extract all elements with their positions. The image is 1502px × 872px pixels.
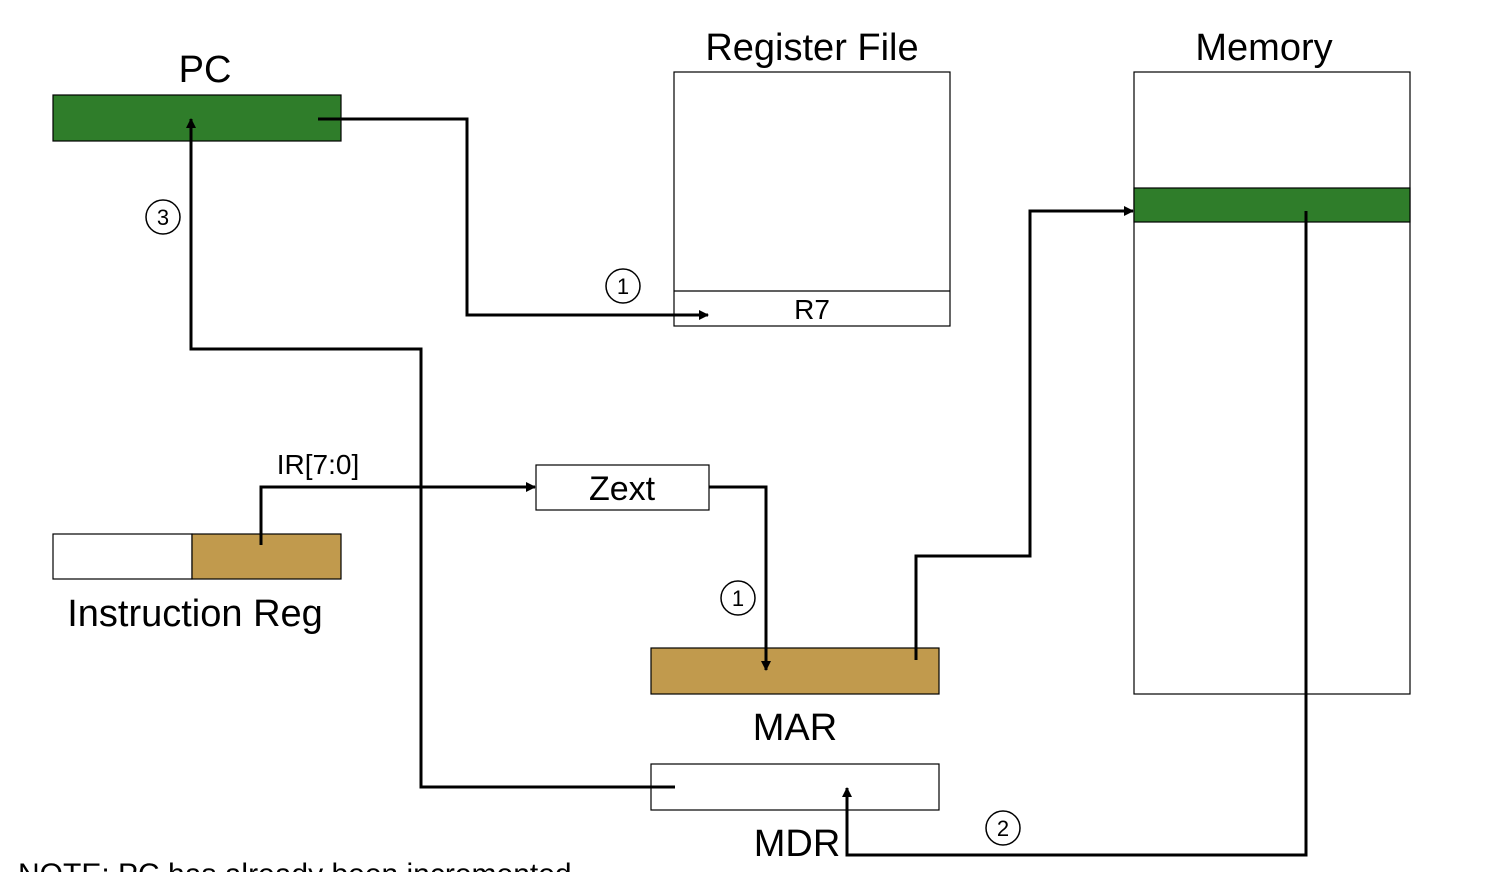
memory-label: Memory — [1195, 27, 1332, 69]
svg-text:2: 2 — [997, 816, 1009, 841]
memory-block — [1133, 71, 1411, 695]
zext-label: Zext — [589, 470, 656, 508]
instruction-reg-label: Instruction Reg — [67, 593, 323, 635]
mar-register — [650, 647, 940, 695]
r7-label: R7 — [794, 294, 830, 325]
pc-register — [52, 94, 342, 142]
memory-selected-word — [1133, 187, 1411, 223]
mdr-label: MDR — [754, 823, 841, 865]
svg-text:1: 1 — [617, 274, 629, 299]
mar-to-memory-wire — [914, 206, 1134, 660]
step-marker-memory-to-mdr: 2 — [985, 810, 1021, 846]
step-marker-pc-to-r7: 1 — [605, 268, 641, 304]
ir-to-zext-wire — [259, 482, 536, 545]
memory-to-mdr-wire — [842, 211, 1308, 857]
instruction-reg-field — [191, 533, 342, 580]
note-text: NOTE: PC has already been incremented — [18, 858, 572, 872]
pc-label: PC — [179, 49, 232, 91]
svg-text:3: 3 — [157, 205, 169, 230]
instruction-reg-upper — [52, 533, 193, 580]
register-file — [673, 71, 951, 327]
mdr-to-pc-wire — [186, 118, 675, 789]
register-file-label: Register File — [705, 27, 918, 69]
mdr-register — [650, 763, 940, 811]
svg-text:1: 1 — [732, 586, 744, 611]
ir-field-label: IR[7:0] — [277, 449, 359, 480]
mar-label: MAR — [753, 707, 837, 749]
zext-to-mar-wire — [709, 485, 771, 671]
pc-to-r7-wire — [318, 117, 709, 320]
step-marker-mdr-to-pc: 3 — [145, 199, 181, 235]
step-marker-zext-to-mar: 1 — [720, 580, 756, 616]
